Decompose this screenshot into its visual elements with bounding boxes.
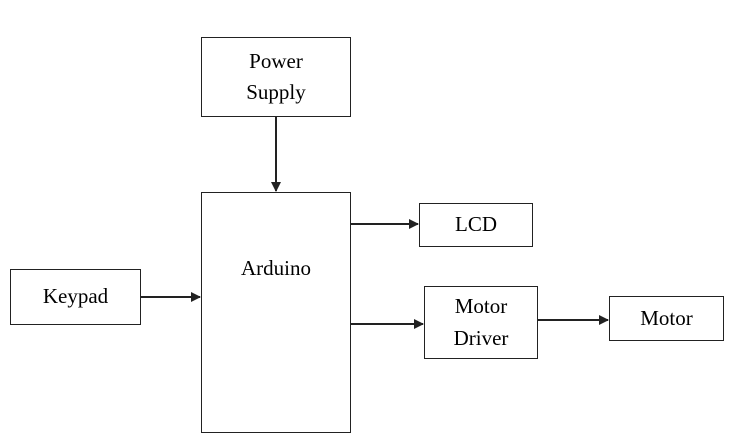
power-supply-label-line1: Power xyxy=(249,48,303,73)
arduino-label: Arduino xyxy=(241,256,311,280)
arduino-block: Arduino xyxy=(201,192,351,433)
lcd-block: LCD xyxy=(419,203,533,247)
power-supply-block: Power Supply xyxy=(201,37,351,117)
motor-block: Motor xyxy=(609,296,724,341)
motor-driver-label-line2: Driver xyxy=(453,325,509,350)
motor-driver-label-line1: Motor xyxy=(454,294,508,318)
lcd-label: LCD xyxy=(455,212,497,237)
motor-driver-block: Motor Driver xyxy=(424,286,538,359)
power-supply-label-line2: Supply xyxy=(246,80,306,104)
keypad-block: Keypad xyxy=(10,269,141,325)
motor-label: Motor xyxy=(640,305,693,330)
keypad-label: Keypad xyxy=(42,284,109,309)
